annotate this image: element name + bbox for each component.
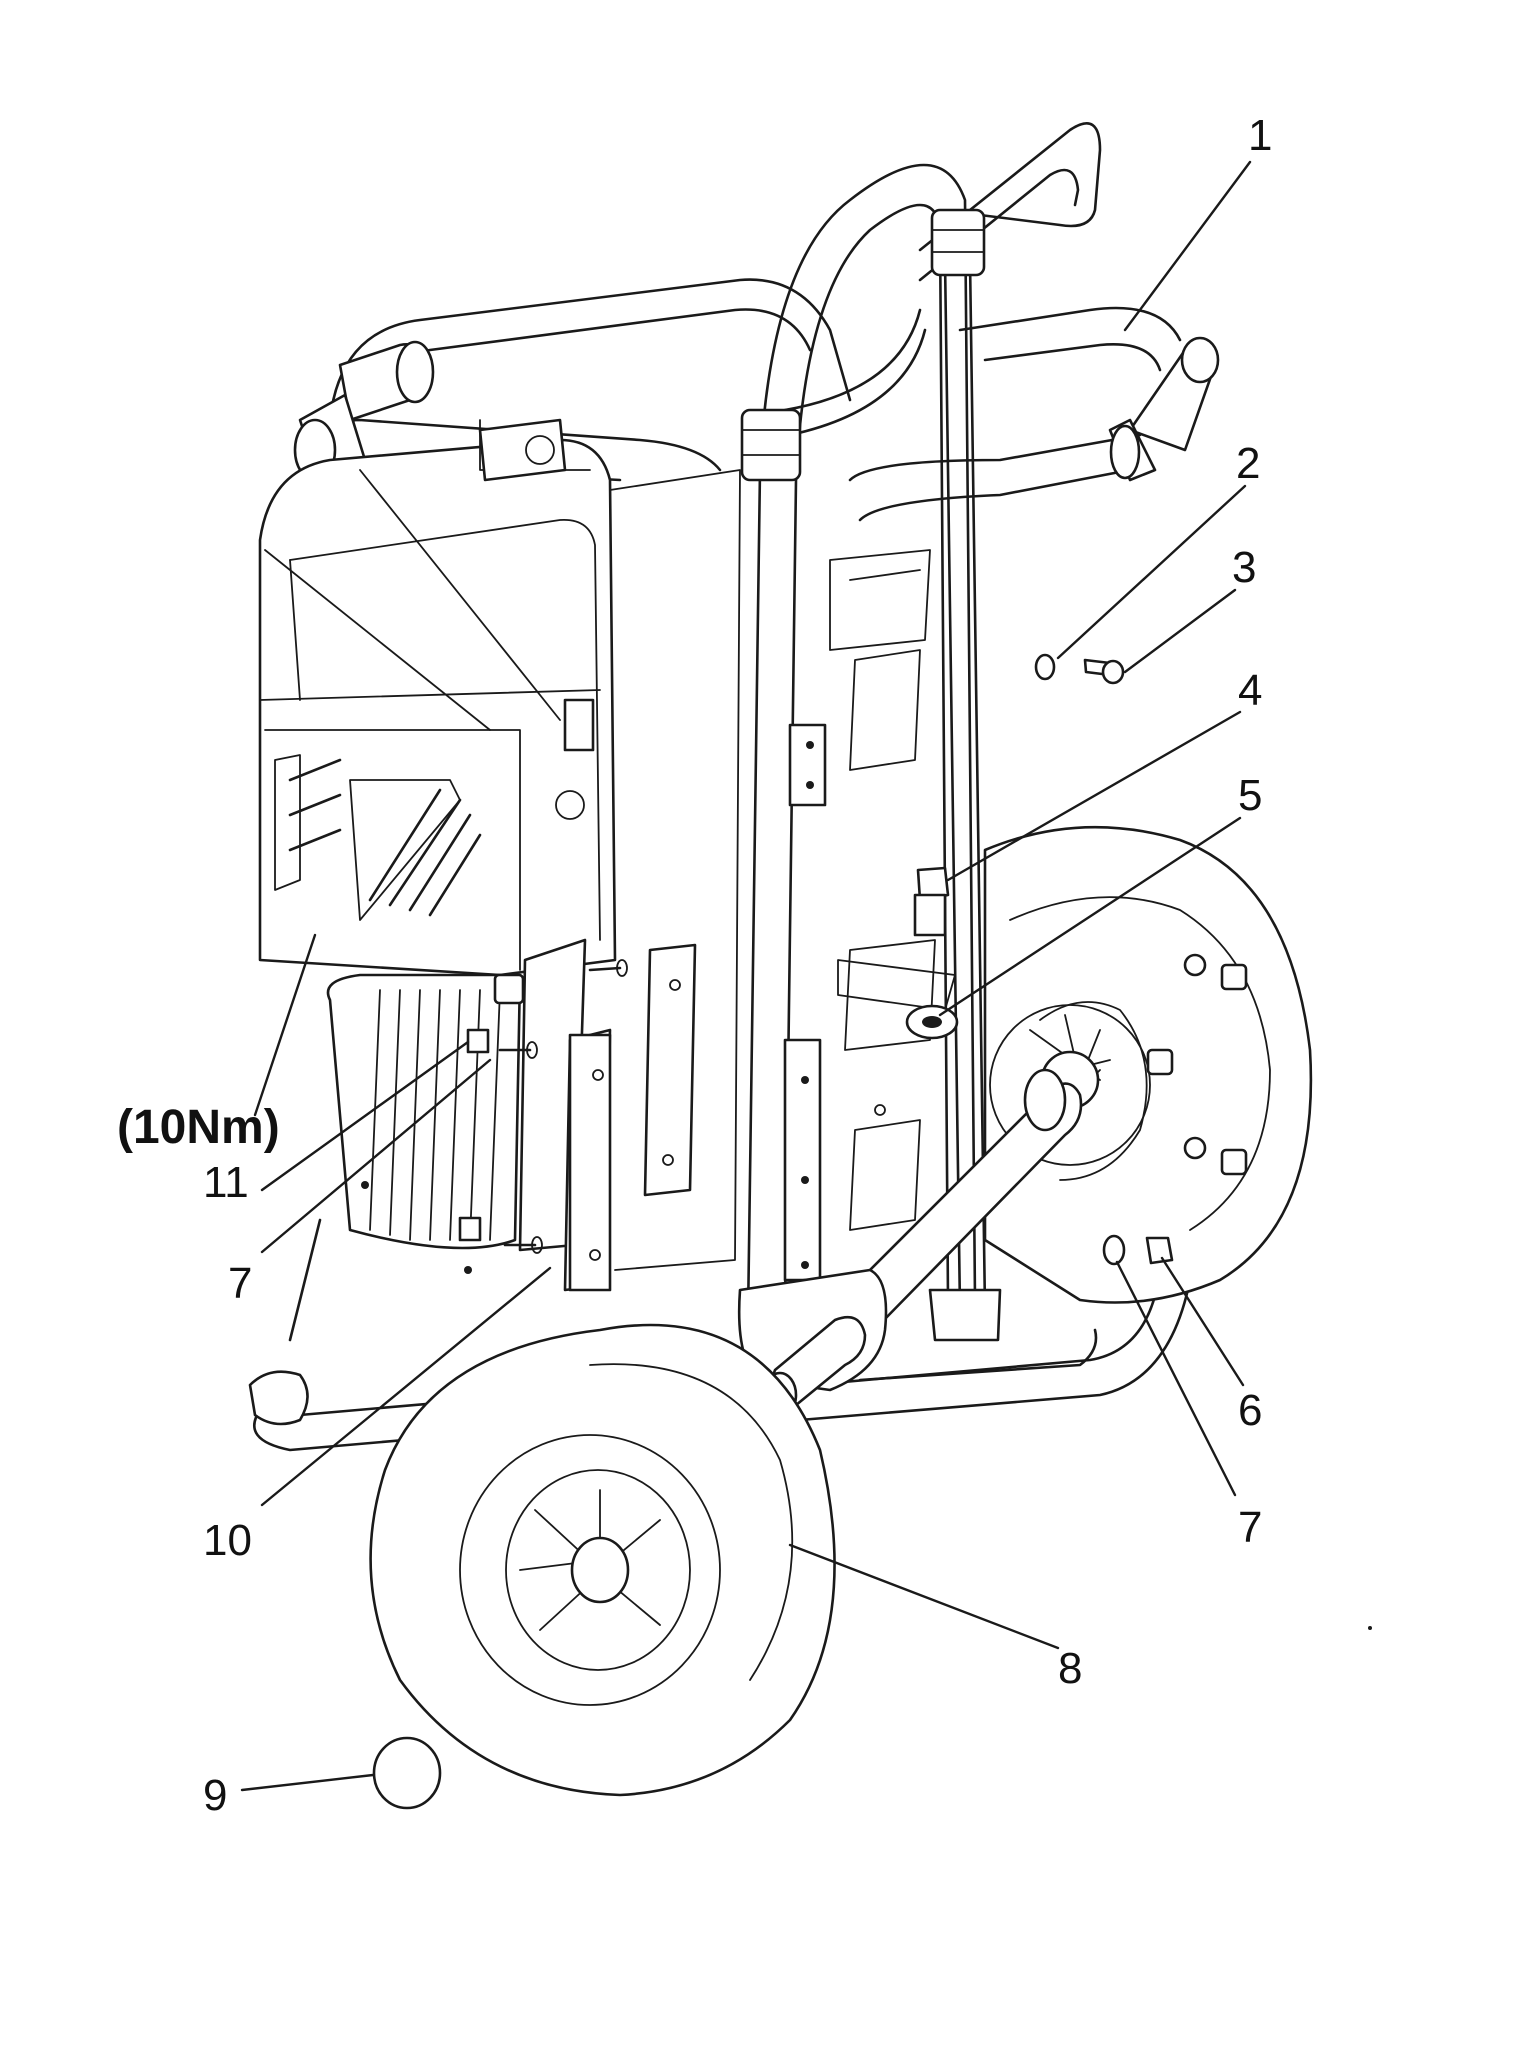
leader-8 [788, 1543, 1060, 1650]
callout-6: 6 [1238, 1386, 1262, 1435]
stray-mark [1368, 1626, 1372, 1630]
leader-7a [260, 1058, 492, 1254]
leader-10 [260, 1266, 552, 1507]
front-wheel [369, 1323, 836, 1797]
leader-torque [253, 933, 317, 1117]
leader-lines [240, 160, 1252, 1792]
callout-3: 3 [1232, 543, 1256, 592]
leader-2 [1056, 484, 1247, 660]
torque-spec: (10Nm) [117, 1101, 280, 1154]
leader-5 [938, 816, 1242, 1017]
leader-6 [1160, 1256, 1245, 1387]
leader-3 [1123, 588, 1237, 674]
rear-wheel [983, 825, 1313, 1304]
pump-housing [258, 418, 617, 977]
handle-frame [743, 122, 1102, 1532]
mounting-plates [361, 938, 697, 1292]
leader-7b [1115, 1260, 1237, 1497]
grease-nipple [913, 866, 950, 937]
callout-8: 8 [1058, 1644, 1082, 1693]
callout-10: 10 [203, 1516, 252, 1565]
leader-11 [260, 1040, 470, 1192]
callout-5: 5 [1238, 771, 1262, 820]
leader-1 [1123, 160, 1252, 332]
callout-7-right: 7 [1238, 1503, 1262, 1552]
upright-side-plates [783, 723, 827, 1282]
leader-4 [946, 710, 1242, 882]
washer-and-bolt [1034, 653, 1125, 685]
chassis-panel [609, 469, 936, 1271]
callout-1: 1 [1248, 111, 1272, 160]
bracket-washer [837, 959, 959, 1040]
foam-grips [248, 336, 1220, 1426]
callout-labels: 1 2 3 4 5 6 7 8 9 10 11 7 (10Nm) [117, 111, 1272, 1820]
leader-9 [240, 1773, 375, 1792]
callout-2: 2 [1236, 439, 1260, 488]
callout-7-left: 7 [228, 1259, 252, 1308]
callout-9: 9 [203, 1771, 227, 1820]
callout-4: 4 [1238, 666, 1262, 715]
hub-cap [372, 1736, 442, 1810]
handle-clamp-collars [740, 208, 986, 482]
lower-nut-and-washer [1102, 1234, 1174, 1266]
callout-11: 11 [203, 1158, 249, 1207]
